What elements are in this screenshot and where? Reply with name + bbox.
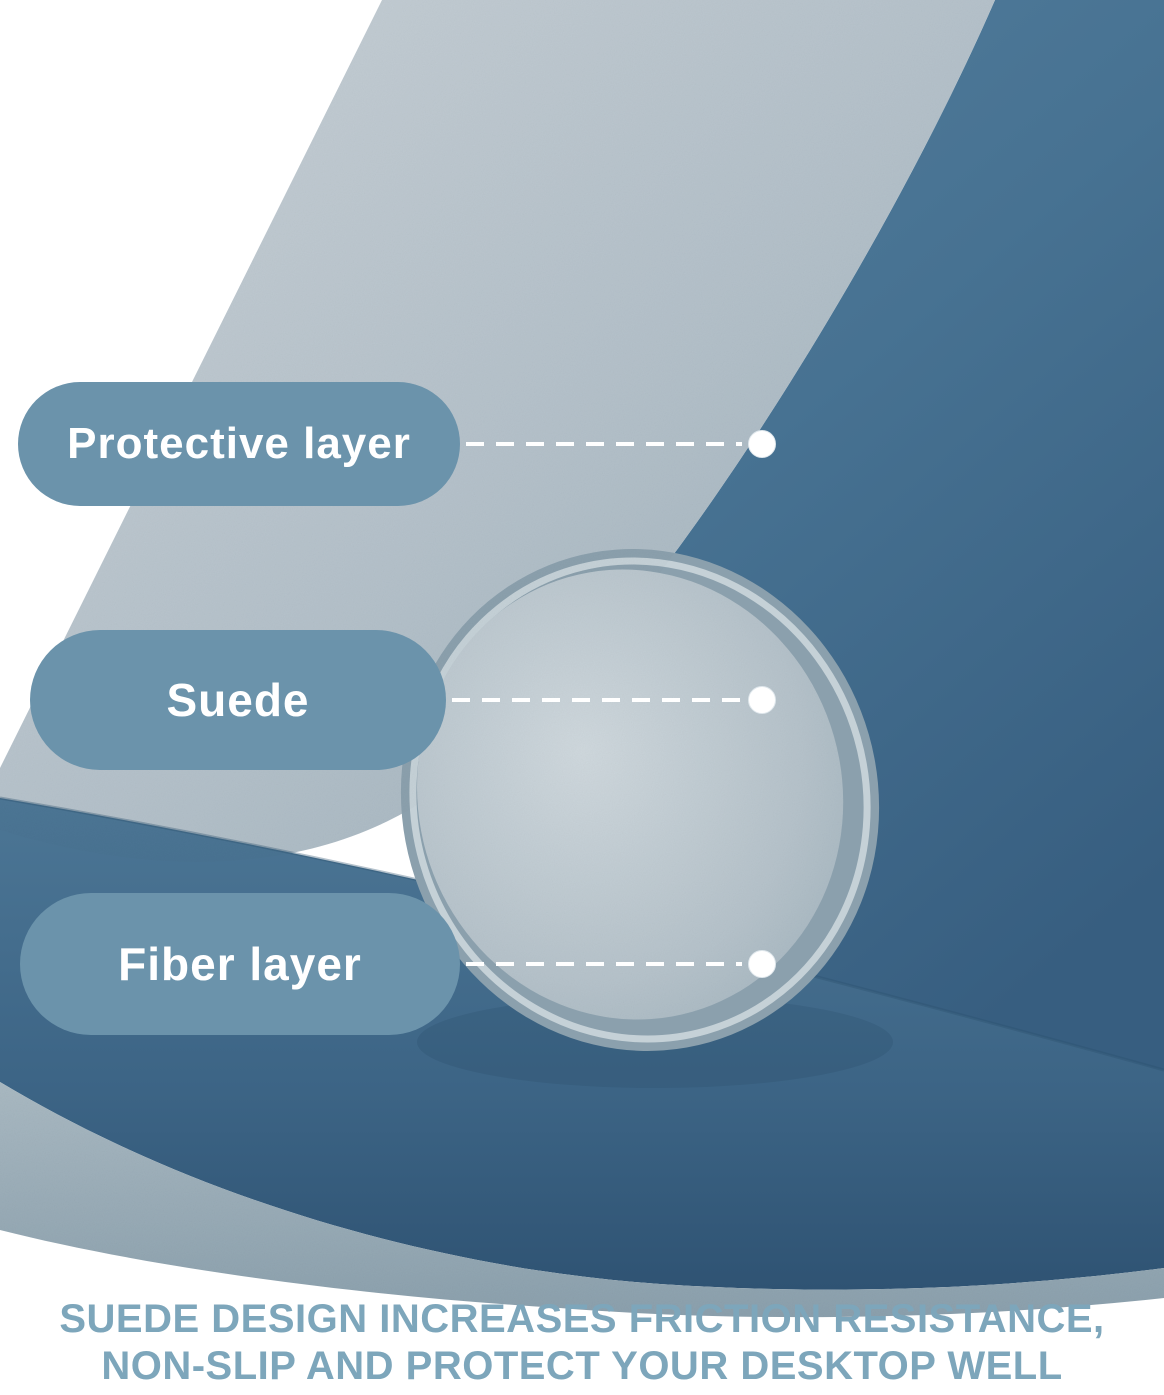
leader-lines <box>452 442 742 966</box>
label-suede: Suede <box>30 630 446 770</box>
label-protective-layer: Protective layer <box>18 382 460 506</box>
callout-dot-fiber <box>748 950 776 978</box>
callout-dot-protective <box>748 430 776 458</box>
caption-line-2: NON-SLIP AND PROTECT YOUR DESKTOP WELL <box>101 1344 1063 1389</box>
caption-line-1: SUEDE DESIGN INCREASES FRICTION RESISTAN… <box>59 1297 1105 1341</box>
caption: SUEDE DESIGN INCREASES FRICTION RESISTAN… <box>0 1296 1164 1390</box>
label-fiber-layer: Fiber layer <box>20 893 460 1035</box>
callout-dots <box>748 430 776 978</box>
callout-dot-suede <box>748 686 776 714</box>
